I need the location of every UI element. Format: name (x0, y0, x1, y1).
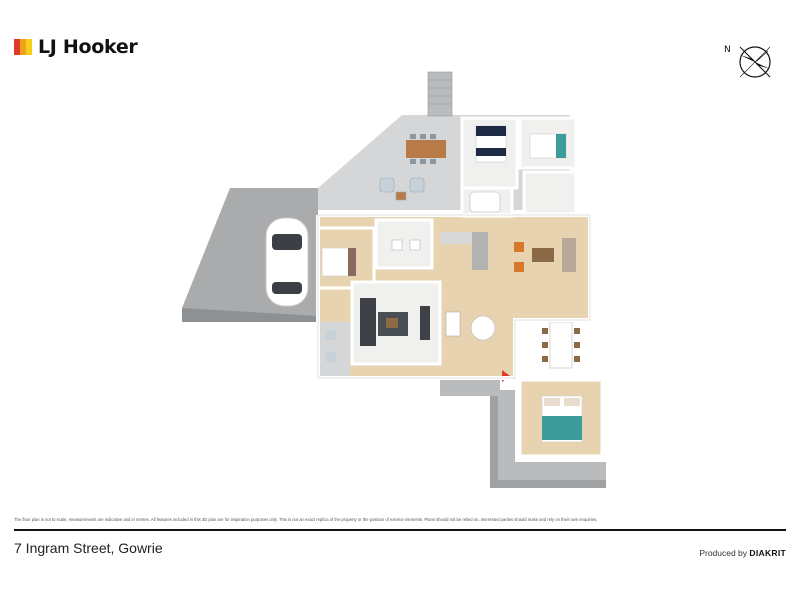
ensuite (522, 170, 578, 216)
dining-table (549, 321, 573, 369)
outdoor-chairs (379, 177, 425, 201)
produced-by-name: DIAKRIT (749, 548, 786, 558)
living-lounge (514, 238, 576, 272)
car-icon (265, 217, 309, 307)
produced-by-prefix: Produced by (699, 548, 748, 558)
footer-divider (14, 529, 786, 531)
laundry (374, 218, 434, 270)
produced-by: Produced by DIAKRIT (699, 548, 786, 558)
rear-steps (427, 71, 453, 117)
outdoor-dining-table (406, 140, 446, 158)
compass-north-label: N (724, 45, 731, 55)
north-compass-icon: N (724, 45, 771, 78)
logo-mark-orange (20, 39, 26, 55)
logo-mark-yellow (26, 39, 32, 55)
front-verandah (440, 380, 606, 488)
kitchen-bench (440, 232, 480, 244)
logo-mark-red (14, 39, 20, 55)
floor-plan-3d (182, 71, 606, 488)
brand-logo-mark (14, 39, 32, 55)
kitchen-island (472, 232, 488, 270)
property-address: 7 Ingram Street, Gowrie (14, 540, 163, 556)
round-dining-table (470, 315, 496, 341)
disclaimer-text: The floor plan is not to scale, measurem… (14, 517, 598, 522)
brand-logo: LJ Hooker (14, 36, 138, 58)
brand-name: LJ Hooker (38, 36, 138, 58)
